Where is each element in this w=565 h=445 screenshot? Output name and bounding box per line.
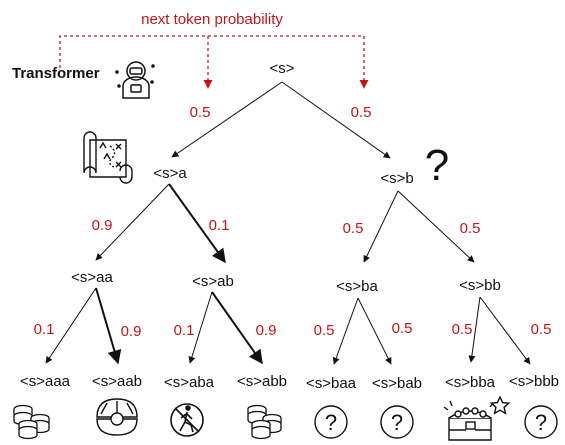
svg-text:?: ? <box>391 410 403 435</box>
node-aba: <s>aba <box>164 374 215 391</box>
question-circle-icon: ? <box>314 405 348 439</box>
prob-ba: 0.5 <box>343 220 364 237</box>
prob-a: 0.5 <box>190 104 211 121</box>
prob-bab: 0.5 <box>392 320 413 337</box>
prob-aba: 0.1 <box>174 322 195 339</box>
node-aa: <s>aa <box>71 269 113 286</box>
prob-ab: 0.1 <box>209 217 230 234</box>
node-ba: <s>ba <box>336 278 378 295</box>
node-a: <s>a <box>153 165 187 182</box>
node-b: <s>b <box>380 170 413 187</box>
treasure-chest-icon <box>443 395 511 441</box>
astronaut-icon <box>115 61 155 99</box>
transformer-label: Transformer <box>12 65 100 82</box>
node-ab: <s>ab <box>192 273 234 290</box>
coins-icon <box>13 404 50 440</box>
prob-b: 0.5 <box>351 104 372 121</box>
pearl-shell-icon <box>96 398 138 436</box>
node-bab: <s>bab <box>372 375 422 392</box>
svg-text:?: ? <box>325 410 337 435</box>
node-aab: <s>aab <box>92 373 142 390</box>
node-abb: <s>abb <box>237 373 287 390</box>
question-circle-icon: ? <box>380 405 414 439</box>
next-token-annotation-arrows <box>59 35 369 89</box>
coins-icon <box>247 404 282 440</box>
root-node: <s> <box>269 60 294 77</box>
tree-edges <box>45 81 531 365</box>
node-aaa: <s>aaa <box>20 373 71 390</box>
prob-bba: 0.5 <box>452 321 473 338</box>
prob-aab: 0.9 <box>121 323 142 340</box>
node-baa: <s>baa <box>306 375 357 392</box>
node-bba: <s>bba <box>445 374 496 391</box>
prob-bbb: 0.5 <box>531 321 552 338</box>
node-bb: <s>bb <box>459 277 501 294</box>
prob-aaa: 0.1 <box>34 321 55 338</box>
svg-text:?: ? <box>535 410 547 435</box>
prob-aa: 0.9 <box>92 217 113 234</box>
prob-baa: 0.5 <box>314 322 335 339</box>
treasure-map-icon <box>83 131 133 184</box>
prob-abb: 0.9 <box>256 322 277 339</box>
question-circle-icon: ? <box>524 405 558 439</box>
node-bbb: <s>bbb <box>509 373 559 390</box>
no-walking-icon <box>170 403 204 437</box>
diagram-title: next token probability <box>141 11 283 28</box>
question-mark-icon: ? <box>425 141 449 190</box>
prob-bb: 0.5 <box>460 220 481 237</box>
